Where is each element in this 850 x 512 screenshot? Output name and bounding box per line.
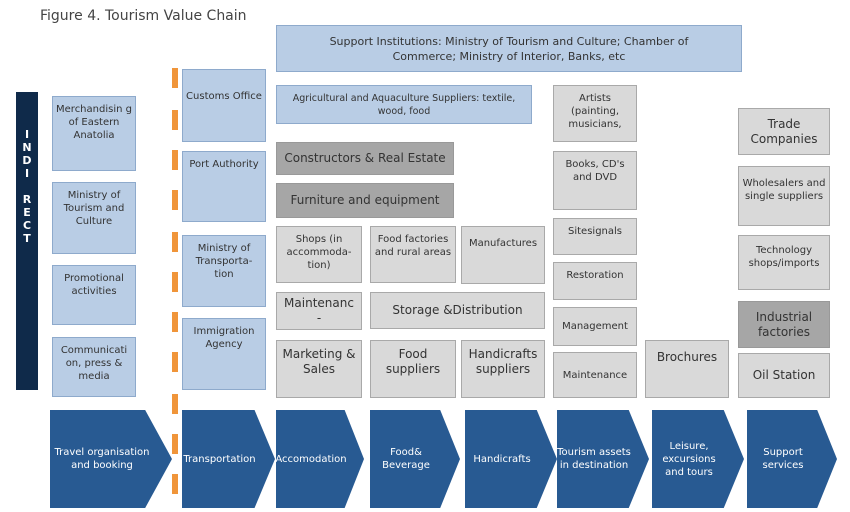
support-item: Oil Station [738,353,830,398]
indirect-box: Communicati on, press & media [52,337,136,397]
chain-step-handicrafts: Handicrafts [465,410,557,508]
assets-item: Maintenance [553,352,637,398]
accommodation-item: Marketing & Sales [276,340,362,398]
assets-item: Restoration [553,262,637,300]
indirect-box: Ministry of Tourism and Culture [52,182,136,254]
constructors-box: Constructors & Real Estate [276,142,454,175]
chain-step-transportation: Transportation [182,410,275,508]
chain-step-food-beverage: Food& Beverage [370,410,460,508]
divider-dash [172,150,178,170]
assets-item: Sitesignals [553,218,637,255]
divider-dash [172,232,178,252]
storage-box: Storage &Distribution [370,292,545,329]
support-item: Wholesalers and single suppliers [738,166,830,226]
support-item: Trade Companies [738,108,830,155]
figure-title: Figure 4. Tourism Value Chain [40,8,247,24]
transport-support-box: Port Authority [182,151,266,222]
divider-dash [172,434,178,454]
divider-dash [172,352,178,372]
transport-support-box: Customs Office [182,69,266,142]
chain-step-tourism-assets: Tourism assets in destination [557,410,649,508]
accommodation-item: Maintenanc - [276,292,362,330]
indirect-label: I N D I R E C T [16,92,38,390]
transport-support-box: Immigration Agency [182,318,266,390]
chain-step-support-services: Support services [747,410,837,508]
handicraft-item: Handicrafts suppliers [461,340,545,398]
chain-step-leisure: Leisure, excursions and tours [652,410,744,508]
divider-dash [172,394,178,414]
indirect-box: Merchandisin g of Eastern Anatolia [52,96,136,171]
assets-item: Artists (painting, musicians, [553,85,637,142]
transport-support-box: Ministry of Transporta- tion [182,235,266,307]
chain-step-travel: Travel organisation and booking [50,410,172,508]
handicraft-item: Manufactures [461,226,545,284]
leisure-item: Brochures [645,340,729,398]
divider-dash [172,312,178,332]
divider-dash [172,474,178,494]
divider-dash [172,272,178,292]
chain-step-accomodation: Accomodation [276,410,364,508]
support-item: Industrial factories [738,301,830,348]
divider-dash [172,110,178,130]
support-item: Technology shops/imports [738,235,830,290]
divider-dash [172,68,178,88]
assets-item: Books, CD's and DVD [553,151,637,210]
assets-item: Management [553,307,637,346]
accommodation-item: Shops (in accommoda- tion) [276,226,362,283]
food-item: Food factories and rural areas [370,226,456,283]
indirect-box: Promotional activities [52,265,136,325]
divider-dash [172,190,178,210]
furniture-box: Furniture and equipment [276,183,454,218]
support-institutions-box: Support Institutions: Ministry of Touris… [276,25,742,72]
agri-suppliers-box: Agricultural and Aquaculture Suppliers: … [276,85,532,124]
food-item: Food suppliers [370,340,456,398]
